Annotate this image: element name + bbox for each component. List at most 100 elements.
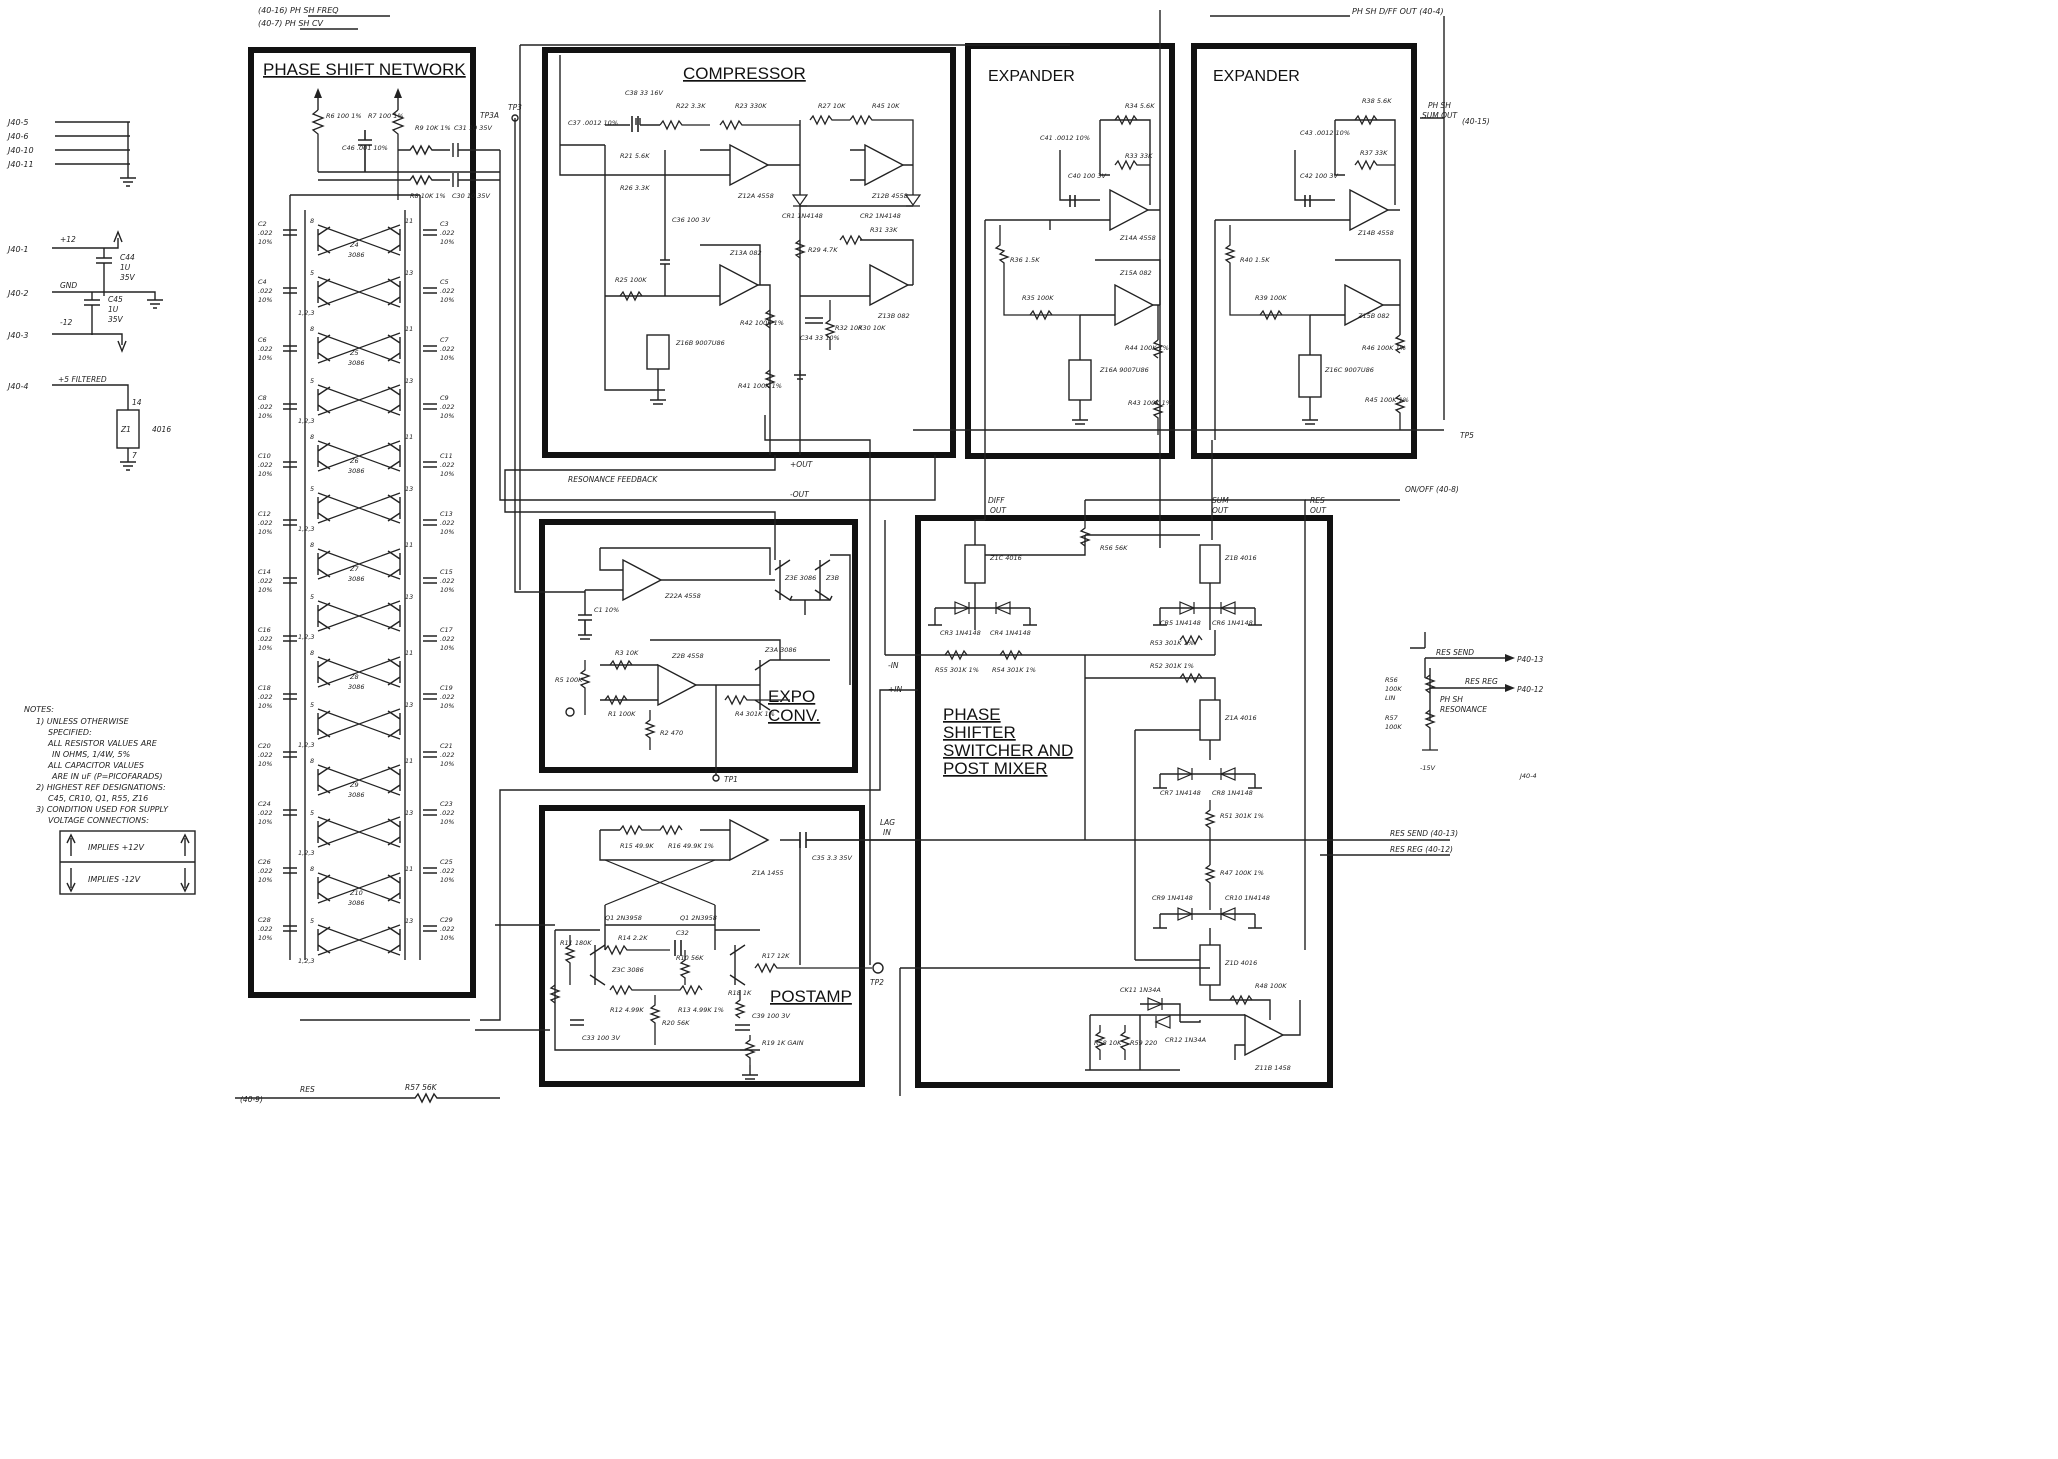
z2b-opamp <box>657 663 698 707</box>
input-j40-10: J40-10 <box>6 146 34 155</box>
res-out-label-1: RES <box>1310 496 1325 505</box>
cap-ref: C13 <box>440 510 453 518</box>
z3b-label: Z3B <box>825 574 840 582</box>
pin-number: 1,2,3 <box>298 417 315 425</box>
shunt-capacitor <box>283 461 297 468</box>
z14b-opamp <box>1349 188 1390 232</box>
rp-r57-2: 100K <box>1385 723 1402 731</box>
cap-value: .022 <box>258 287 272 295</box>
z3c-label: Z3C 3086 <box>611 966 644 974</box>
postamp-wiring <box>495 818 918 1080</box>
pin-number: 5 <box>310 809 314 817</box>
z22a-opamp <box>622 558 663 602</box>
z13a-opamp <box>719 263 760 307</box>
c31-label: C31 10 35V <box>454 124 492 132</box>
tp2-point <box>872 962 884 974</box>
z1-name: Z1 <box>120 425 131 434</box>
rp-r56-1: R56 <box>1385 676 1398 684</box>
cap-value: .022 <box>258 229 272 237</box>
cap-tol: 10% <box>258 934 272 942</box>
r30-label: R30 10K <box>858 324 886 332</box>
r14-label: R14 2.2K <box>618 934 648 942</box>
cap-tol: 10% <box>258 876 272 884</box>
z16b-vca <box>646 334 670 370</box>
stage-name: Z5 <box>349 349 359 357</box>
legend-down-text: IMPLIES -12V <box>88 875 141 884</box>
input-j40-11: J40-11 <box>6 160 34 169</box>
expo-title-2: CONV. <box>768 706 820 725</box>
minus-in-label: -IN <box>888 661 899 670</box>
cap-value: .022 <box>258 461 272 469</box>
transistor <box>387 602 401 630</box>
c44-label: C44 <box>120 253 135 262</box>
r31-label: R31 33K <box>870 226 898 234</box>
q1-label-2: Q1 2N3958 <box>680 914 717 922</box>
r29-label: R29 4.7K <box>808 246 838 254</box>
cap-value: .022 <box>258 403 272 411</box>
cap-ref: C9 <box>440 394 449 402</box>
cap-tol: 10% <box>440 934 454 942</box>
transistor <box>387 494 401 522</box>
r11-label: R11 180K <box>560 939 592 947</box>
cross-coupling <box>317 872 401 904</box>
r46-label: R46 100K 1% <box>1362 344 1406 352</box>
pin-number: 11 <box>405 541 413 549</box>
r5-label: R5 100K <box>555 676 583 684</box>
z16a-vca <box>1068 359 1092 401</box>
cross-coupling <box>317 440 401 472</box>
rp-p40-13: P40-13 <box>1517 655 1544 664</box>
pin-number: 13 <box>405 701 413 709</box>
res-send-label: RES SEND (40-13) <box>1390 829 1458 838</box>
pin-number: 11 <box>405 865 413 873</box>
cap-tol: 10% <box>440 818 454 826</box>
cap-tol: 10% <box>440 296 454 304</box>
legend-up-text: IMPLIES +12V <box>88 843 144 852</box>
tp1-point <box>712 774 720 782</box>
c46-label: C46 .001 10% <box>342 144 388 152</box>
shunt-capacitor <box>283 693 297 700</box>
mixer-wiring <box>806 440 1320 1071</box>
cap-tol: 10% <box>440 528 454 536</box>
expander-2-wiring <box>1214 114 1444 440</box>
transistor <box>387 710 401 738</box>
shunt-capacitor <box>423 461 437 468</box>
z13b-label: Z13B 082 <box>877 312 910 320</box>
z1c-switch <box>964 544 986 584</box>
cap-ref: C21 <box>440 742 453 750</box>
cap-ref: C2 <box>258 220 267 228</box>
transistor <box>317 550 331 578</box>
cr1-label: CR1 1N4148 <box>782 212 823 220</box>
cap-ref: C4 <box>258 278 267 286</box>
cap-tol: 10% <box>440 412 454 420</box>
cross-coupling <box>317 492 401 524</box>
cap-value: .022 <box>258 577 272 585</box>
transistor <box>387 334 401 362</box>
r33-label: R33 33K <box>1125 152 1153 160</box>
cr4-label: CR4 1N4148 <box>990 629 1031 637</box>
r19-label: R19 1K GAIN <box>762 1039 804 1047</box>
r6-label: R6 100 1% <box>326 112 362 120</box>
r38-label: R38 5.6K <box>1362 97 1392 105</box>
shunt-capacitor <box>283 867 297 874</box>
cap-tol: 10% <box>440 238 454 246</box>
r25-label: R25 100K <box>615 276 647 284</box>
sum-out-label-1: SUM <box>1212 496 1229 505</box>
expo-conv-border <box>539 519 858 773</box>
pin-number: 1,2,3 <box>298 849 315 857</box>
pin-number: 1,2,3 <box>298 957 315 965</box>
transistor <box>317 602 331 630</box>
power-j40-1: J40-1 <box>6 245 29 254</box>
cr10-label: CR10 1N4148 <box>1225 894 1270 902</box>
z1b-label: Z1B 4016 <box>1224 554 1257 562</box>
z3a-label: Z3A 3086 <box>764 646 797 654</box>
z12a-opamp <box>729 143 770 187</box>
cap-value: .022 <box>258 345 272 353</box>
shunt-capacitor <box>423 519 437 526</box>
pin-number: 13 <box>405 269 413 277</box>
power-j40-4: J40-4 <box>6 382 29 391</box>
transistor <box>317 278 331 306</box>
r58-label: R58 10K <box>1094 1039 1122 1047</box>
z3e-label: Z3E 3086 <box>784 574 816 582</box>
cross-coupling <box>317 656 401 688</box>
cross-coupling <box>317 384 401 416</box>
